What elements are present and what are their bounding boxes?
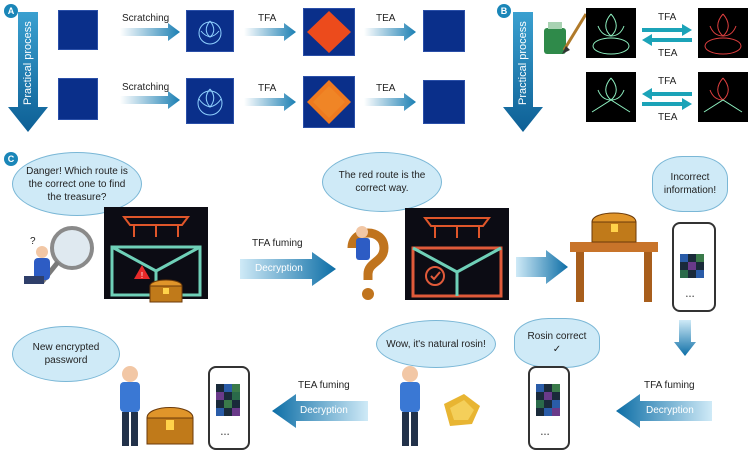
panel-c-badge: C [4,152,18,166]
bubble-red-text: The red route is the correct way. [338,170,426,194]
bubble-new-text: New encrypted password [32,342,100,366]
bubble-danger: Danger! Which route is the correct one t… [12,152,142,216]
arrows-b-bottom [642,88,692,110]
arrows-b-top [642,24,692,46]
label-scratching-1: Scratching [122,13,170,24]
phone-3-dots: • • • [221,432,230,438]
arrow1-shape [240,252,336,286]
label-scratching-2: Scratching [122,82,170,93]
phone-2: • • • [528,366,570,450]
bubble-natural-rosin: Wow, it's natural rosin! [376,320,496,368]
arrow1-label: TFA fuming [252,238,303,249]
bubble-new-password: New encrypted password [12,326,120,382]
phone-3: • • • [208,366,250,450]
label-b-tfa-1: TFA [658,12,677,23]
label-tea-2: TEA [376,83,396,94]
bubble-natural-text: Wow, it's natural rosin! [386,338,486,350]
down-arrow-b [503,12,543,132]
phone-2-dots: • • • [541,432,550,438]
arrow4-inner: Decryption [300,405,348,416]
map-image-2 [405,208,509,300]
bubble-rosin-text: Rosin correct ✓ [527,331,587,355]
label-b-tea-2: TEA [658,112,678,123]
arrow3-label: TFA fuming [644,380,695,391]
arrow1-inner: Decryption [255,263,303,274]
svg-text:!: ! [141,271,143,280]
bubble-incorrect-text: Incorrect information! [663,172,717,196]
sample-a2-plain [58,78,98,120]
label-tfa-1: TFA [258,13,277,24]
arrow4-shape [272,394,368,428]
sample-a1-tfa [303,8,355,56]
arrow2-plain [516,250,568,284]
arrow-a2-3 [364,93,416,111]
bubble-rosin-correct: Rosin correct ✓ [514,318,600,368]
down-arrow-a [8,12,48,132]
arrow-a1-3 [364,23,416,41]
question-mark-1: ? [30,236,36,247]
table-chest-icon [570,212,658,302]
phone-1: • • • [672,222,716,312]
arrow4-label: TEA fuming [298,380,350,391]
bubble-red-route: The red route is the correct way. [322,152,442,212]
sample-a1-scratched [186,10,234,52]
panel-a-badge: A [4,4,18,18]
person-rosin-icon [400,366,480,446]
treasure-chest-icon-2 [146,407,194,445]
panel-b-badge: B [497,4,511,18]
sample-a2-tea [423,80,465,124]
label-b-tea-1: TEA [658,48,678,59]
ink-bottle-icon [544,13,588,54]
sample-a2-tfa [303,76,355,128]
arrow-a2-2 [244,93,296,111]
person-standing-icon [120,366,140,446]
lotus-box-b1 [586,8,636,58]
sample-a1-tea [423,10,465,52]
arrow3-shape [616,394,712,428]
treasure-chest-icon-1 [149,279,183,303]
bubble-incorrect: Incorrect information! [652,156,728,212]
arrow-a1-2 [244,23,296,41]
lotus-box-b3 [586,72,636,122]
label-tfa-2: TFA [258,83,277,94]
label-tea-1: TEA [376,13,396,24]
practical-process-label-b: Practical process [517,21,529,105]
down-arrow-c [674,320,696,356]
arrow3-inner: Decryption [646,405,694,416]
lotus-box-b2 [698,8,748,58]
arrow-a1-1 [120,23,180,41]
arrow-a2-1 [120,91,180,109]
practical-process-label-a: Practical process [22,21,34,105]
sample-a2-scratched [186,78,234,124]
bubble-danger-text: Danger! Which route is the correct one t… [26,165,128,203]
lotus-box-b4 [698,72,748,122]
phone-1-dots: • • • [686,294,695,300]
person-magnifier-icon [24,226,94,284]
sample-a1-plain [58,10,98,50]
label-b-tfa-2: TFA [658,76,677,87]
person-question-icon [347,226,389,300]
